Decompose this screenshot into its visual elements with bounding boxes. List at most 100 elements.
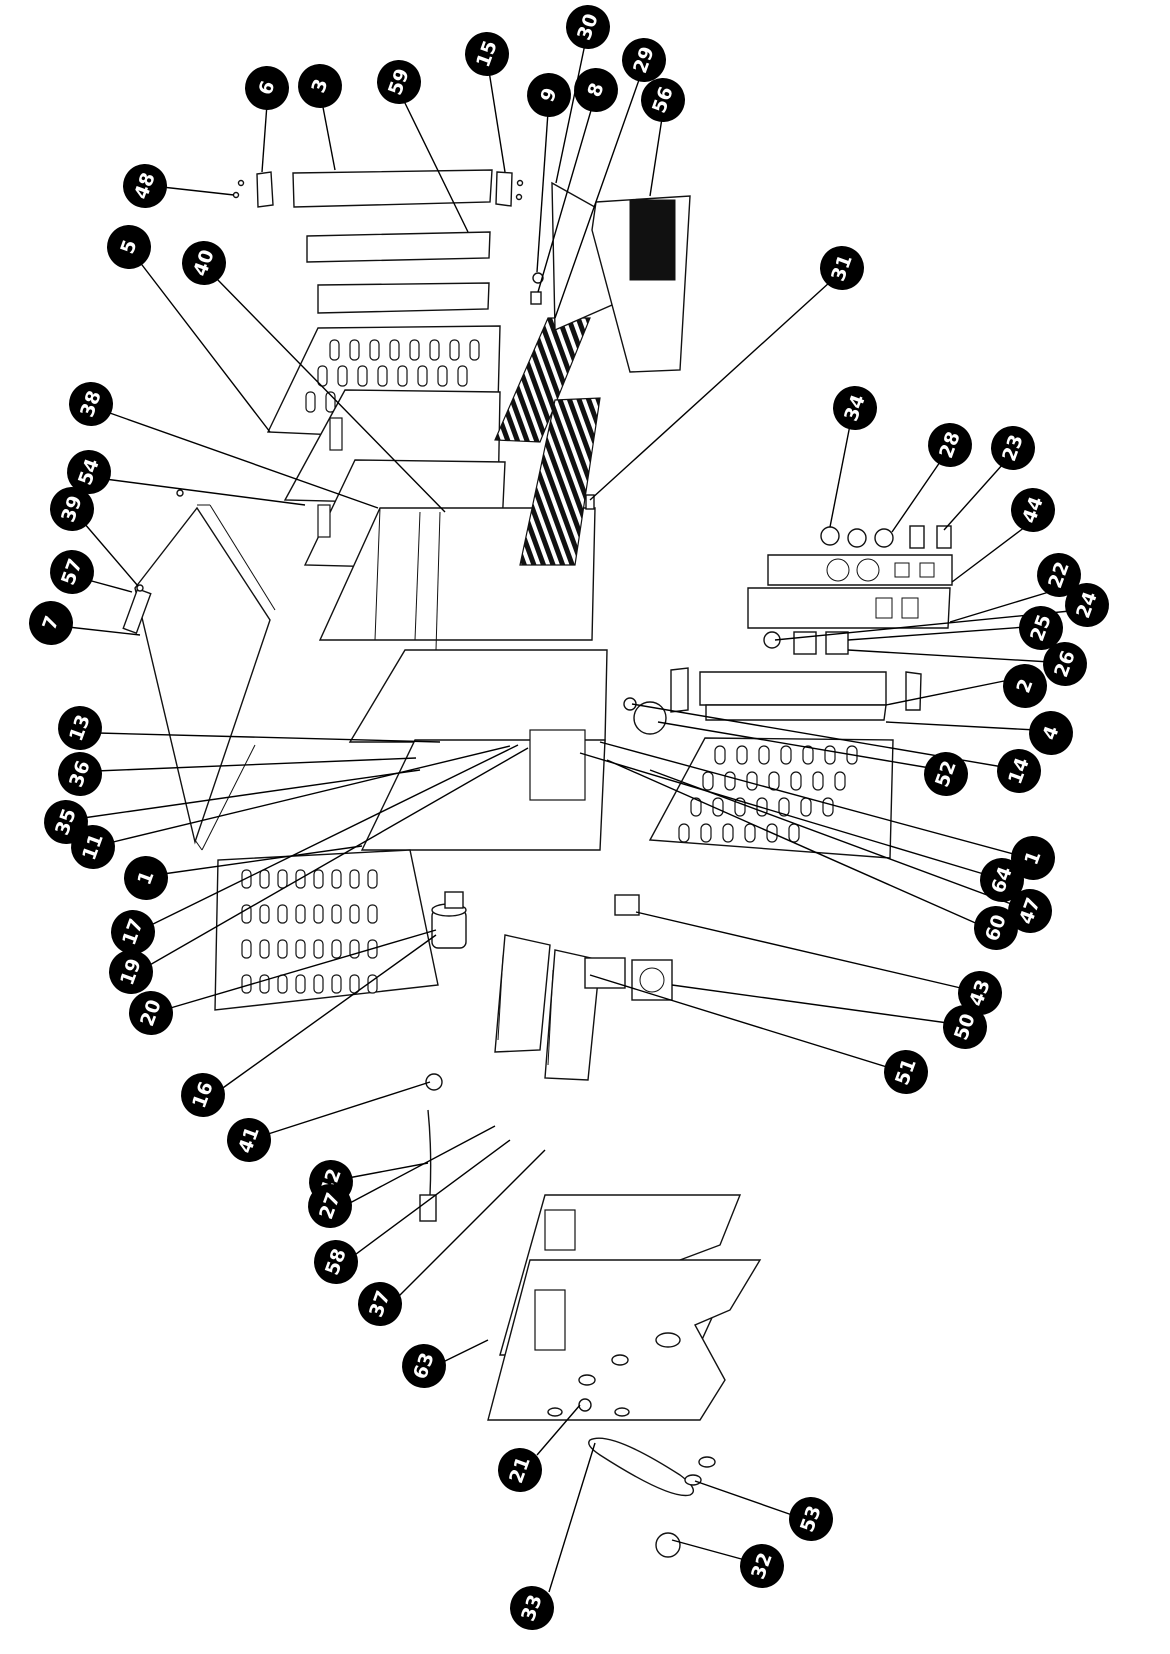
blower-fan-50 bbox=[631, 959, 673, 1001]
callout-25: 25 bbox=[1019, 606, 1063, 650]
washer-53a bbox=[698, 1456, 716, 1468]
bottom-panel-hole-a bbox=[578, 1374, 596, 1386]
leader-5 bbox=[138, 260, 271, 433]
leader-13 bbox=[97, 732, 441, 743]
leader-2 bbox=[885, 679, 1010, 706]
screw-48 bbox=[232, 191, 240, 199]
leader-48 bbox=[161, 186, 235, 196]
leader-11 bbox=[108, 745, 511, 844]
leader-47 bbox=[649, 769, 1015, 906]
knob-28a bbox=[847, 528, 867, 548]
bottom-panel-hole-b bbox=[611, 1354, 629, 1366]
leader-27 bbox=[347, 1125, 496, 1205]
leader-16 bbox=[219, 934, 437, 1091]
callout-2: 2 bbox=[1003, 664, 1047, 708]
callout-27: 27 bbox=[308, 1184, 352, 1228]
drive-gear-32 bbox=[655, 1532, 681, 1558]
leader-17 bbox=[148, 744, 519, 927]
conveyor-belt-lower bbox=[519, 397, 601, 566]
callout-24: 24 bbox=[1065, 583, 1109, 627]
callout-59: 59 bbox=[377, 60, 421, 104]
callout-47: 47 bbox=[1008, 889, 1052, 933]
bottom-panel-hole-c bbox=[655, 1332, 681, 1348]
callout-9: 9 bbox=[527, 73, 571, 117]
callout-56: 56 bbox=[641, 78, 685, 122]
top-cover-panel bbox=[134, 504, 276, 851]
end-plate-right bbox=[905, 671, 922, 711]
leader-41 bbox=[264, 1081, 431, 1136]
terminal-block-43 bbox=[614, 894, 640, 916]
leader-24 bbox=[774, 610, 1071, 641]
callout-16: 16 bbox=[181, 1073, 225, 1117]
window-44a bbox=[894, 562, 910, 578]
bracket-8 bbox=[530, 291, 542, 305]
callout-50: 50 bbox=[943, 1005, 987, 1049]
callout-15: 15 bbox=[465, 32, 509, 76]
callout-22: 22 bbox=[1037, 553, 1081, 597]
leader-23 bbox=[943, 463, 1004, 531]
leader-1-left bbox=[162, 845, 363, 875]
callout-48: 48 bbox=[123, 164, 167, 208]
leader-34 bbox=[829, 424, 851, 528]
leader-32 bbox=[671, 1539, 746, 1561]
leader-25 bbox=[847, 626, 1027, 641]
panel-54-cutout-b bbox=[329, 417, 343, 451]
callout-1-right: 1 bbox=[1011, 836, 1055, 880]
leader-30 bbox=[555, 43, 586, 184]
washer-right bbox=[614, 1407, 630, 1417]
leader-56 bbox=[649, 117, 663, 197]
knob-28b bbox=[874, 528, 894, 548]
callout-44: 44 bbox=[1011, 488, 1055, 532]
callout-28: 28 bbox=[928, 423, 972, 467]
leader-39 bbox=[83, 522, 139, 587]
parts-drawing bbox=[122, 169, 953, 1558]
power-cord-42 bbox=[427, 1109, 432, 1196]
hood-56-panel bbox=[629, 199, 676, 281]
callout-26: 26 bbox=[1043, 642, 1087, 686]
sprocket-21 bbox=[578, 1398, 592, 1412]
strain-relief-41 bbox=[425, 1073, 443, 1091]
switch-23a bbox=[909, 525, 925, 549]
relay-25b bbox=[825, 631, 849, 655]
blower-fan-hub bbox=[639, 967, 665, 993]
callout-52: 52 bbox=[924, 752, 968, 796]
leader-31 bbox=[589, 281, 831, 501]
fan-52 bbox=[633, 701, 667, 735]
callout-4: 4 bbox=[1029, 711, 1073, 755]
callout-11: 11 bbox=[71, 825, 115, 869]
leader-36 bbox=[95, 757, 417, 772]
control-bracket-22 bbox=[747, 587, 951, 629]
leader-9 bbox=[536, 111, 549, 273]
callout-38: 38 bbox=[69, 382, 113, 426]
dial-44b bbox=[856, 558, 880, 582]
front-trim-2 bbox=[699, 671, 887, 706]
leader-29 bbox=[554, 76, 641, 319]
leader-20 bbox=[166, 929, 437, 1010]
leader-15 bbox=[488, 70, 506, 173]
leader-60 bbox=[606, 759, 981, 926]
leader-8 bbox=[537, 106, 593, 293]
callout-5: 5 bbox=[107, 225, 151, 269]
plate-lower bbox=[317, 282, 490, 314]
callout-8: 8 bbox=[574, 68, 618, 112]
leader-42 bbox=[347, 1162, 429, 1179]
callout-19: 19 bbox=[109, 950, 153, 994]
leader-54 bbox=[104, 478, 306, 506]
leader-21 bbox=[536, 1404, 581, 1456]
leader-35 bbox=[82, 769, 421, 819]
leader-40 bbox=[214, 276, 446, 513]
top-trim-3 bbox=[292, 169, 493, 208]
washer-left bbox=[547, 1407, 563, 1417]
callout-3: 3 bbox=[298, 64, 342, 108]
callout-20: 20 bbox=[129, 991, 173, 1035]
callout-64: 64 bbox=[980, 858, 1024, 902]
callout-6: 6 bbox=[245, 66, 289, 110]
callout-7: 7 bbox=[29, 601, 73, 645]
chassis-hole-grid bbox=[529, 729, 586, 801]
heater-assembly-27 bbox=[494, 934, 551, 1053]
gear-motor-16 bbox=[431, 891, 467, 949]
leader-63 bbox=[440, 1339, 489, 1364]
leader-28 bbox=[891, 461, 941, 533]
callout-57: 57 bbox=[50, 550, 94, 594]
leader-6 bbox=[261, 103, 268, 173]
